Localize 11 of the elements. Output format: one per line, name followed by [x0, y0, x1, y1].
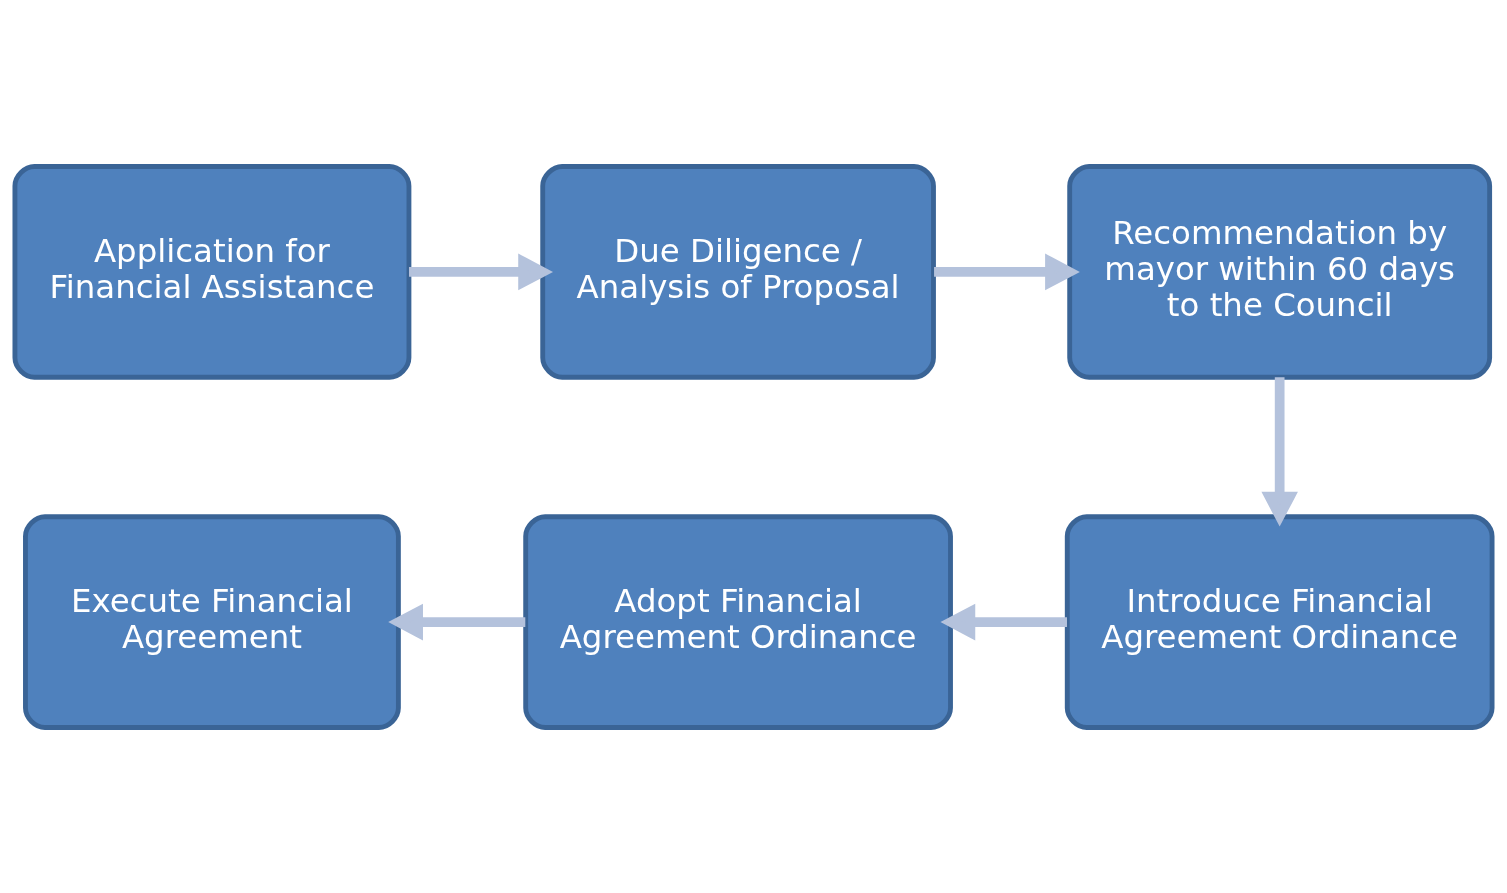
arrow: [934, 253, 1080, 290]
node-box: Adopt Financial Agreement Ordinance: [523, 513, 953, 730]
arrow: [388, 603, 526, 640]
arrow: [940, 603, 1067, 640]
node-box: Recommendation by mayor within 60 days to the Council: [1067, 163, 1493, 380]
arrow: [1261, 376, 1298, 527]
node-box: Due Diligence / Analysis of Proposal: [540, 163, 936, 380]
node-box: Application for Financial Assistance: [12, 163, 412, 380]
node-box: Execute Financial Agreement: [23, 513, 401, 730]
arrow: [409, 253, 553, 290]
node-box: Introduce Financial Agreement Ordinance: [1064, 513, 1495, 730]
